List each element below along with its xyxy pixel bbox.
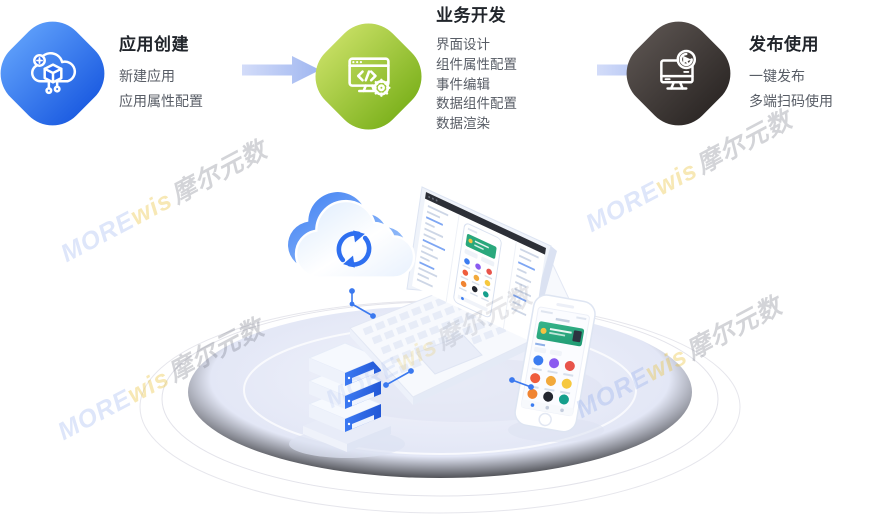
step3-title: 发布使用 [749,35,819,54]
step1-item: 新建应用 [119,68,175,84]
step1-text: 应用创建 新建应用 应用属性配置 [119,30,203,114]
step3-text: 发布使用 一键发布 多端扫码使用 [749,30,833,114]
step2-text: 业务开发 界面设计 组件属性配置 事件编辑 数据组件配置 数据渲染 [436,1,517,134]
step3-item: 多端扫码使用 [749,93,833,109]
step1-badge [0,7,119,140]
code-window-icon [321,29,416,124]
publish-monitor-icon [632,27,725,120]
step3-item: 一键发布 [749,68,805,84]
cloud-app-icon [6,27,99,120]
step2-item: 数据组件配置 [436,96,517,112]
step2-title: 业务开发 [436,6,506,25]
step2-item: 界面设计 [436,37,490,52]
step2-badge [301,9,436,144]
step1-title: 应用创建 [119,35,189,54]
step2-item: 事件编辑 [436,76,490,92]
step2-item: 组件属性配置 [436,56,517,72]
step2-item: 数据渲染 [436,116,490,132]
step1-item: 应用属性配置 [119,93,203,109]
step3-badge [612,7,745,140]
flow-arrow-icon [242,56,320,84]
